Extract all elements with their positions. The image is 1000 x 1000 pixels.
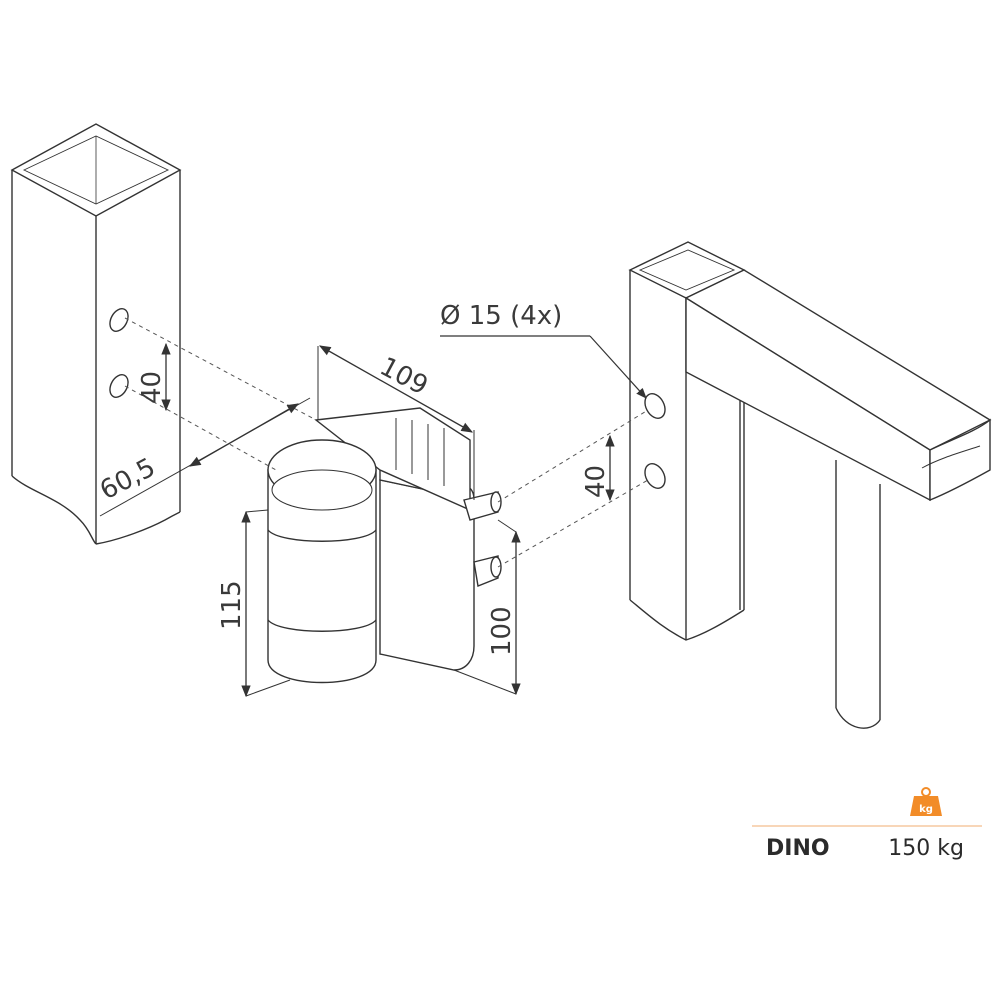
right-post-holes	[644, 393, 666, 489]
dim-barrel-height: 115	[217, 580, 247, 630]
dim-hole-spacing-left: 40	[137, 371, 167, 404]
hinge-body	[267, 407, 502, 684]
gate-rail	[684, 269, 992, 502]
dimension-lines	[99, 342, 615, 698]
left-post	[10, 123, 182, 545]
product-name: DINO	[766, 836, 830, 861]
dim-plate-height: 100	[487, 606, 517, 656]
hole-leader	[440, 335, 647, 399]
dim-hole-diameter: Ø 15 (4x)	[440, 301, 562, 331]
dim-offset-depth: 60,5	[95, 453, 160, 507]
gate-post	[739, 400, 881, 729]
weight-icon-label: kg	[919, 804, 933, 815]
load-capacity: 150 kg	[888, 836, 964, 861]
weight-icon: kg	[910, 787, 942, 816]
projection-lines	[124, 317, 649, 568]
dim-hole-spacing-right: 40	[581, 465, 611, 498]
